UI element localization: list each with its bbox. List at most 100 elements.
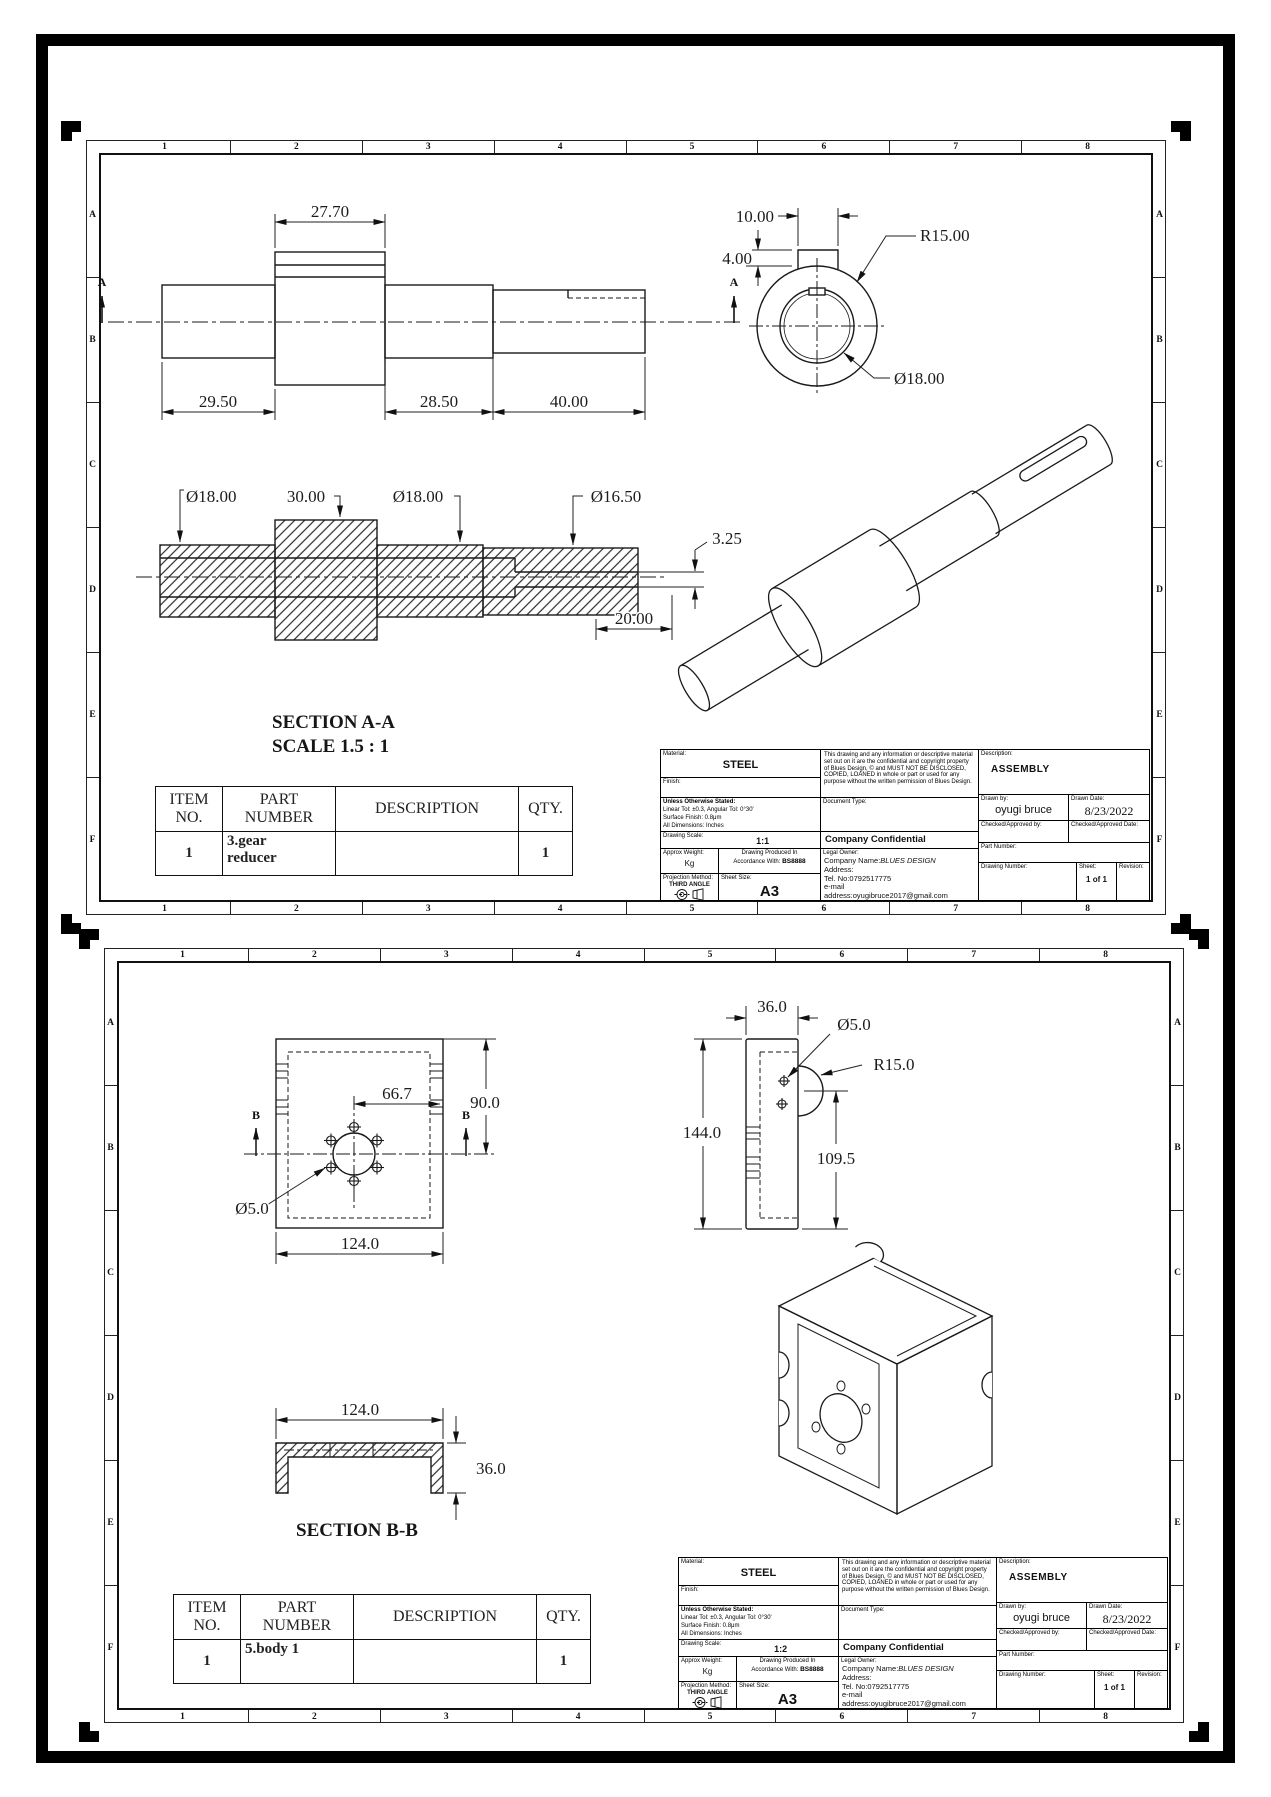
dim-outer-radius: R15.00: [920, 226, 970, 245]
grid-row-label: F: [107, 1643, 114, 1653]
material-value: STEEL: [740, 1566, 777, 1579]
grid-col-label: 8: [1085, 903, 1090, 914]
drawing-number-label: Drawing Number:: [981, 864, 1028, 870]
description-label: Description:: [999, 1559, 1031, 1565]
drawn-date-value: 8/23/2022: [1102, 1611, 1152, 1626]
crop-mark-icon: [1189, 1722, 1209, 1742]
description-value: ASSEMBLY: [1009, 1571, 1068, 1583]
section-bb-dimensions: [275, 1408, 466, 1520]
drawn-date-value: 8/23/2022: [1084, 803, 1134, 818]
item-table-row: 1 3.gear reducer 1: [155, 831, 573, 876]
company-name-value: BLUES DESIGN: [898, 1663, 954, 1673]
drawing-scale-label: Drawing Scale:: [681, 1641, 722, 1647]
cell-part-number: 5.body 1: [240, 1639, 354, 1684]
drawing-number-label: Drawing Number:: [999, 1672, 1046, 1678]
cut-letter-b-right: B: [462, 1108, 470, 1122]
sheet-size-value: A3: [777, 1690, 798, 1708]
finish-label: Finish:: [681, 1587, 699, 1593]
telephone: Tel. No:0792517775: [824, 873, 892, 883]
crop-mark-icon: [79, 929, 99, 949]
body-front-view: [244, 1038, 496, 1229]
dim-offset: 66.7: [382, 1084, 412, 1103]
email-address: address:oyugibruce2017@gmail.com: [842, 1699, 966, 1708]
drawn-by-label: Drawn by:: [999, 1604, 1027, 1610]
description-value: ASSEMBLY: [991, 763, 1050, 775]
produced-label2: Accordance With:: [751, 1666, 799, 1673]
grid-col-label: 7: [890, 140, 1023, 153]
dim-side-height: 144.0: [683, 1123, 721, 1142]
crop-mark-icon: [1171, 914, 1191, 934]
grid-row-label: F: [1156, 835, 1163, 845]
description-label: Description:: [981, 751, 1013, 757]
grid-col-label: 5: [645, 1710, 777, 1723]
dim-slot-width: 10.00: [736, 207, 774, 226]
dim-key-depth: 3.25: [712, 529, 742, 548]
grid-row-label: F: [1174, 1643, 1181, 1653]
section-aa-scale: SCALE 1.5 : 1: [272, 736, 389, 757]
grid-row-label: E: [104, 1461, 117, 1586]
shaft-end-view: [749, 249, 885, 394]
uos-dimensions: All Dimensions: Inches: [681, 1630, 742, 1637]
approx-weight-value: Kg: [684, 858, 695, 868]
col-part-number: PART NUMBER: [240, 1594, 354, 1640]
col-item-no: ITEM NO.: [173, 1594, 241, 1640]
title-block: Material:STEEL Finish: Unless Otherwise …: [660, 749, 1150, 901]
grid-row-label: A: [86, 153, 99, 278]
col-description: DESCRIPTION: [335, 786, 519, 832]
section-aa-title: SECTION A-A: [272, 712, 395, 733]
company-name-label: Company Name:: [842, 1663, 899, 1673]
uos-linear: Linear Tol: ±0.3, Angular Tol: 0°30': [663, 806, 754, 813]
dim-key-length: 20.00: [615, 609, 653, 628]
grid-col-label: 4: [495, 902, 627, 915]
produced-label: Drawing Produced In: [759, 1658, 816, 1664]
grid-col-label: 3: [381, 1710, 513, 1723]
produced-standard: BS8888: [800, 1665, 824, 1673]
grid-col-label: 8: [1103, 1711, 1108, 1722]
section-bb-title: SECTION B-B: [296, 1520, 418, 1541]
dim-length: 30.00: [287, 487, 325, 506]
grid-col-label: 7: [908, 948, 1041, 961]
cell-item-no: 1: [173, 1639, 241, 1684]
grid-col-label: 6: [776, 1710, 909, 1723]
col-item-no: ITEM NO.: [155, 786, 223, 832]
grid-row-label: A: [1171, 961, 1184, 1086]
title-block: Material:STEEL Finish: Unless Otherwise …: [678, 1557, 1168, 1709]
dim-section-depth: 36.0: [476, 1459, 506, 1478]
uos-dimensions: All Dimensions: Inches: [663, 822, 724, 829]
dim-side-radius: R15.0: [873, 1055, 914, 1074]
dim-width: 124.0: [341, 1234, 379, 1253]
shaft-front-view: [108, 251, 741, 386]
cell-qty: 1: [536, 1639, 591, 1684]
drawing-scale-value: 1:1: [756, 836, 770, 846]
cell-qty: 1: [518, 831, 573, 876]
grid-col-label: 2: [231, 140, 363, 153]
dim-hole: Ø5.0: [235, 1199, 269, 1218]
dim-side-hole: Ø5.0: [837, 1015, 871, 1034]
grid-row-label: B: [104, 1086, 117, 1211]
revision-label: Revision:: [1119, 864, 1144, 870]
telephone: Tel. No:0792517775: [842, 1681, 910, 1691]
grid-row-label: B: [1171, 1086, 1184, 1211]
grid-row-label: A: [1153, 153, 1166, 278]
grid-col-label: 5: [645, 948, 777, 961]
grid-col-label: 3: [363, 902, 495, 915]
cut-letter-b-left: B: [252, 1108, 260, 1122]
crop-mark-icon: [1171, 121, 1191, 141]
body-side-view: [745, 1038, 824, 1230]
grid-row-label: D: [1153, 528, 1166, 653]
grid-col-label: 3: [381, 948, 513, 961]
grid-col-label: 4: [513, 1710, 645, 1723]
company-confidential: Company Confidential: [825, 834, 926, 845]
section-aa-view: [136, 519, 666, 641]
uos-surface: Surface Finish: 0.8μm: [663, 814, 722, 821]
grid-col-label: 6: [776, 948, 909, 961]
grid-col-label: 2: [249, 1710, 381, 1723]
confidentiality-notice: This drawing and any information or desc…: [824, 752, 973, 786]
